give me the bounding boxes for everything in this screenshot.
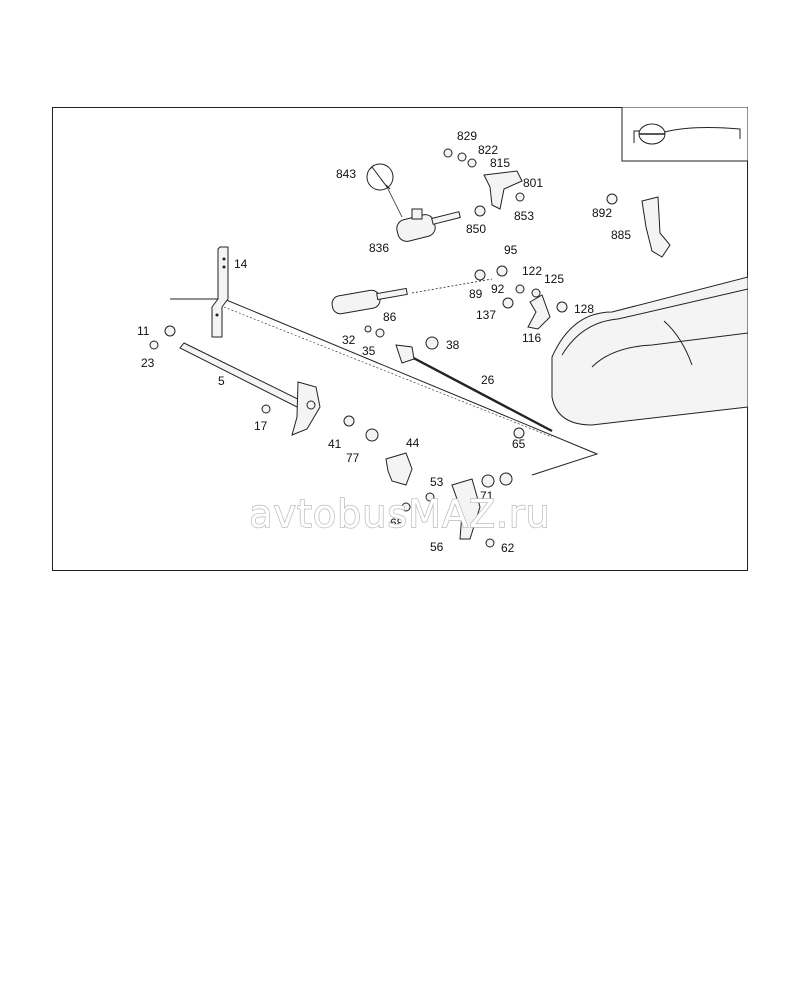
label-885: 885 xyxy=(611,228,631,242)
label-65: 65 xyxy=(512,437,526,451)
label-829: 829 xyxy=(457,129,477,143)
label-125: 125 xyxy=(544,272,564,286)
label-853: 853 xyxy=(514,209,534,223)
rod-26 xyxy=(395,344,553,433)
label-116: 116 xyxy=(522,331,541,345)
bracket-885 xyxy=(641,196,671,258)
bracket-801 xyxy=(483,170,523,210)
lever-116 xyxy=(527,294,551,330)
parts-diagram: 829 822 815 801 853 843 836 850 892 885 … xyxy=(137,107,748,555)
label-23: 23 xyxy=(141,356,155,370)
inset-box xyxy=(621,107,748,162)
label-62: 62 xyxy=(501,541,515,555)
label-41: 41 xyxy=(328,437,342,451)
watermark-text: avtobusMAZ.ru xyxy=(249,492,551,536)
label-26: 26 xyxy=(481,373,495,387)
label-86: 86 xyxy=(383,310,397,324)
label-843: 843 xyxy=(336,167,356,181)
housing xyxy=(551,276,748,426)
steering-wheel-icon xyxy=(633,123,741,145)
label-89: 89 xyxy=(469,287,483,301)
label-53: 53 xyxy=(430,475,444,489)
cylinder-86 xyxy=(331,278,493,315)
shaft-5 xyxy=(179,342,321,436)
label-68: 68 xyxy=(390,516,404,530)
label-44: 44 xyxy=(406,436,420,450)
label-92: 92 xyxy=(491,282,505,296)
label-77: 77 xyxy=(346,451,360,465)
part-labels: 829 822 815 801 853 843 836 850 892 885 … xyxy=(137,129,631,555)
label-71: 71 xyxy=(480,489,494,503)
label-38: 38 xyxy=(446,338,460,352)
label-11: 11 xyxy=(137,324,150,338)
label-56: 56 xyxy=(430,540,444,554)
label-14: 14 xyxy=(234,257,248,271)
label-801: 801 xyxy=(523,176,543,190)
bracket-14 xyxy=(211,246,229,338)
wrench-icon xyxy=(366,163,403,218)
label-35: 35 xyxy=(362,344,376,358)
label-5: 5 xyxy=(218,374,225,388)
label-95: 95 xyxy=(504,243,518,257)
label-892: 892 xyxy=(592,206,612,220)
label-32: 32 xyxy=(342,333,356,347)
cylinder-836 xyxy=(396,208,461,242)
lever-56 xyxy=(451,478,481,540)
label-128: 128 xyxy=(574,302,594,316)
label-815: 815 xyxy=(490,156,510,170)
assembly-plane xyxy=(170,298,599,476)
label-17: 17 xyxy=(254,419,268,433)
label-822: 822 xyxy=(478,143,498,157)
label-850: 850 xyxy=(466,222,486,236)
fasteners xyxy=(149,148,618,548)
label-836: 836 xyxy=(369,241,389,255)
label-122: 122 xyxy=(522,264,542,278)
clamp-44 xyxy=(385,452,413,486)
label-137: 137 xyxy=(476,308,496,322)
